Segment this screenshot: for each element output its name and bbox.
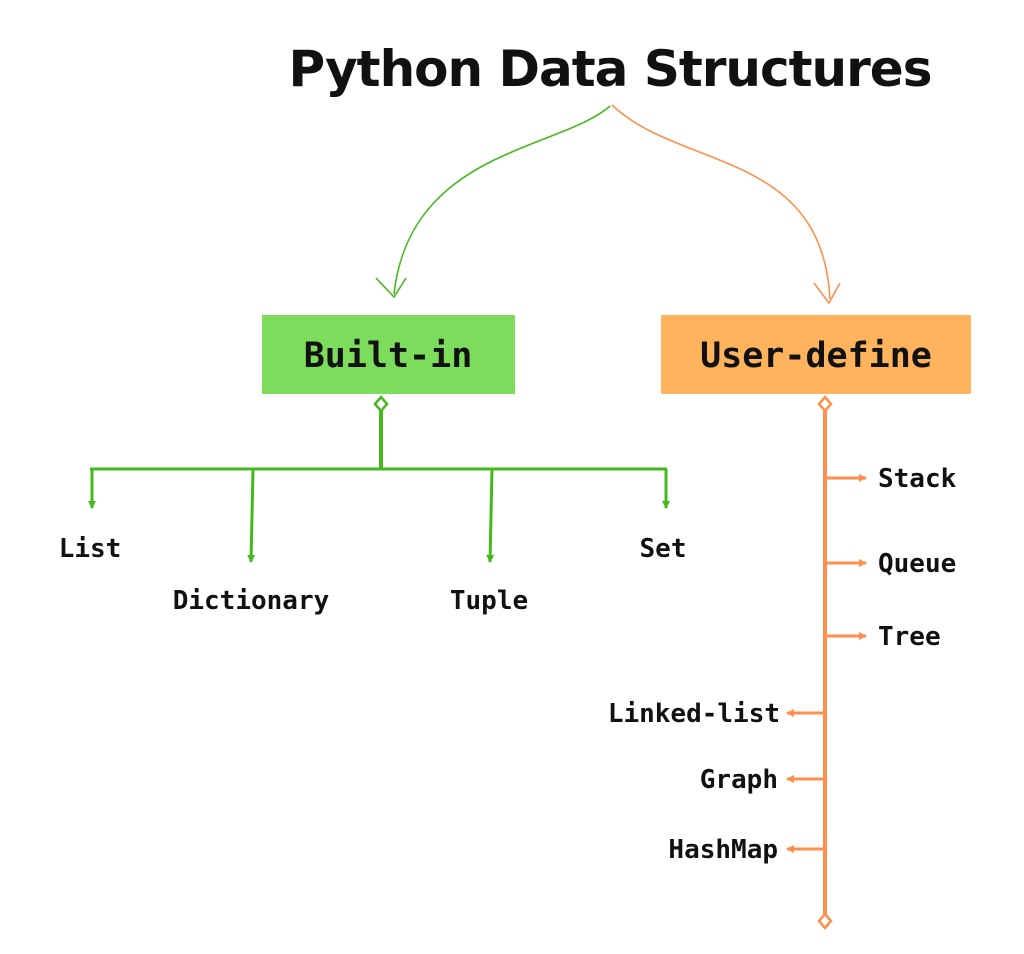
built-in-item-tuple: Tuple <box>450 586 528 616</box>
built-in-item-dictionary: Dictionary <box>173 586 330 616</box>
user-define-item-hashmap: HashMap <box>668 835 778 865</box>
title-to-built-in-curve <box>393 105 611 295</box>
title-to-user-define-curve <box>611 104 831 300</box>
user-define-item-stack: Stack <box>878 464 957 494</box>
user-define-item-tree: Tree <box>878 622 941 652</box>
user-define-label: User-define <box>700 336 932 376</box>
built-in-box <box>262 315 515 394</box>
user-define-box <box>661 315 971 394</box>
dictionary-arrow <box>247 468 256 563</box>
tuple-arrow <box>486 468 495 563</box>
user-define-item-linked-list: Linked-list <box>608 699 780 729</box>
built-in-diamond-connector <box>373 395 389 413</box>
built-in-label: Built-in <box>304 336 473 376</box>
built-in-item-set: Set <box>640 534 687 564</box>
user-define-item-queue: Queue <box>878 549 956 579</box>
diagram-title: Python Data Structures <box>289 40 932 98</box>
user-define-top-diamond <box>817 395 833 413</box>
user-define-bottom-diamond <box>817 912 833 930</box>
built-in-curve-arrowhead <box>375 277 407 299</box>
user-define-curve-arrowhead <box>813 282 841 305</box>
built-in-item-list: List <box>59 534 122 564</box>
user-define-item-graph: Graph <box>700 765 778 795</box>
